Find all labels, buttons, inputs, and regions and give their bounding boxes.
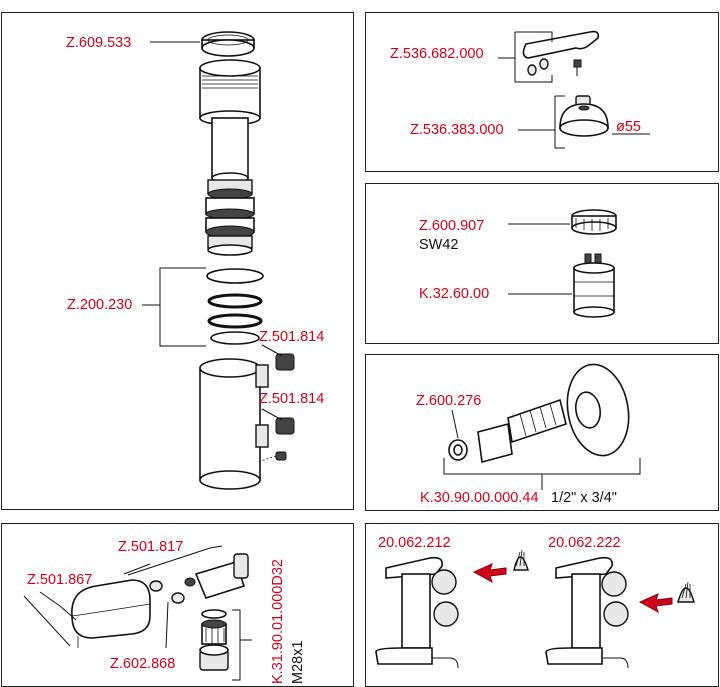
label-z536383000: Z.536.383.000: [410, 122, 504, 138]
label-k326000: K.32.60.00: [419, 286, 490, 302]
lower-housing-part: [199, 358, 269, 490]
filter-icon: [513, 549, 529, 571]
cap-part: [559, 95, 609, 137]
label-z609533: Z.609.533: [66, 35, 132, 51]
label-z501814-a: Z.501.814: [259, 329, 325, 345]
escutcheon-part: [566, 363, 630, 457]
lever-handle-icon: [522, 30, 600, 76]
label-z536682000: Z.536.682.000: [390, 46, 484, 62]
panel-handle: [365, 12, 719, 172]
faucet-icon: [545, 556, 629, 669]
filter-icon: [677, 581, 695, 603]
label-z501814-b: Z.501.814: [259, 391, 325, 407]
label-k309000000044: K.30.90.00.000.44: [420, 490, 539, 506]
washer-part: [448, 439, 468, 461]
housing-part: [149, 553, 249, 604]
label-z602868: Z.602.868: [110, 656, 176, 672]
arrow-icon: [638, 593, 673, 614]
cover-part: [71, 579, 151, 639]
filter-icon: [275, 353, 295, 435]
label-z200230: Z.200.230: [67, 297, 133, 313]
nut-part: [571, 209, 617, 235]
seal-rings-part: [206, 268, 264, 345]
top-ring-part: [201, 31, 255, 57]
label-connector-size: 1/2" x 3/4": [551, 490, 617, 506]
label-20062222: 20.062.222: [548, 535, 621, 551]
connector-icon: [477, 398, 567, 464]
label-sw42: SW42: [419, 237, 459, 253]
label-z501867: Z.501.867: [27, 572, 93, 588]
panel-cartridge-assembly: [1, 12, 354, 510]
valve-cartridge-icon: [573, 253, 615, 318]
valve-stem-part: [205, 179, 255, 256]
panel-cartridge: [365, 183, 719, 344]
label-z501817: Z.501.817: [118, 539, 184, 555]
arrow-icon: [472, 563, 507, 584]
label-diameter-55: ø55: [616, 119, 641, 135]
faucet-icon: [375, 556, 459, 669]
set-screw-part: [257, 451, 287, 463]
label-20062212: 20.062.212: [378, 535, 451, 551]
label-z600276: Z.600.276: [416, 393, 482, 409]
label-z600907: Z.600.907: [419, 218, 485, 234]
spout-aerator-icon: [199, 609, 229, 671]
panel-spout: [1, 523, 354, 687]
